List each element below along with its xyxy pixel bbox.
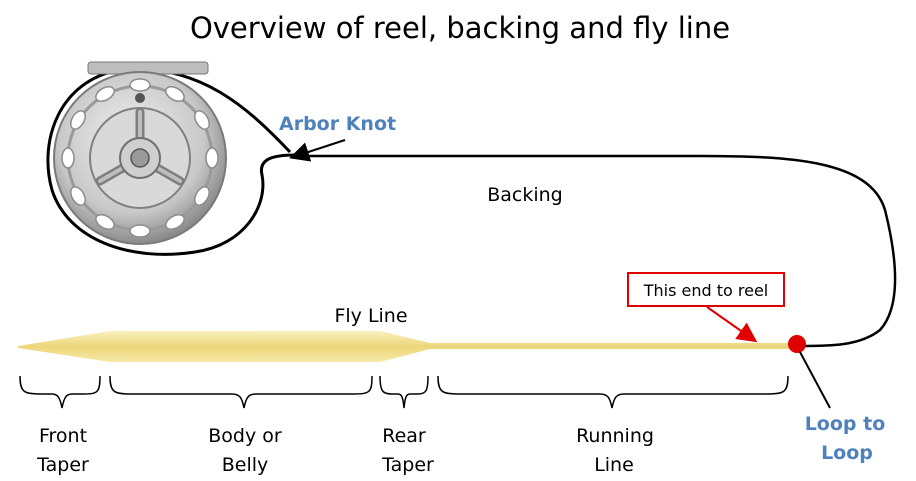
section-braces [19, 375, 789, 409]
section-rear-taper-line1: Rear [382, 425, 426, 447]
this-end-callout-text: This end to reel [643, 281, 769, 300]
backing-line [292, 154, 897, 348]
this-end-arrow [706, 306, 758, 343]
section-front-taper-line1: Front [39, 425, 87, 447]
brace-body [109, 375, 373, 409]
reel-image [53, 61, 227, 245]
section-running-line-line1: Running [576, 425, 654, 447]
section-rear-taper-line2: Taper [381, 454, 434, 476]
this-end-callout-box [627, 272, 785, 307]
loop-to-loop-label-line1: Loop to [805, 413, 886, 435]
section-body-line2: Belly [222, 454, 269, 476]
fly-line-label: Fly Line [334, 305, 407, 327]
arbor-knot-label: Arbor Knot [279, 113, 396, 135]
section-front-taper-line2: Taper [36, 454, 89, 476]
backing-label: Backing [487, 184, 563, 206]
brace-rear-taper [379, 375, 429, 409]
loop-pointer [799, 351, 831, 409]
brace-front-taper [19, 375, 101, 409]
loop-dot [788, 335, 806, 353]
arbor-knot-arrow [289, 139, 346, 162]
loop-to-loop-label-line2: Loop [821, 442, 873, 464]
page-title: Overview of reel, backing and fly line [190, 11, 730, 45]
brace-running-line [437, 375, 789, 409]
section-running-line-line2: Line [594, 454, 634, 476]
section-body-line1: Body or [208, 425, 282, 447]
fly-line [18, 331, 800, 362]
